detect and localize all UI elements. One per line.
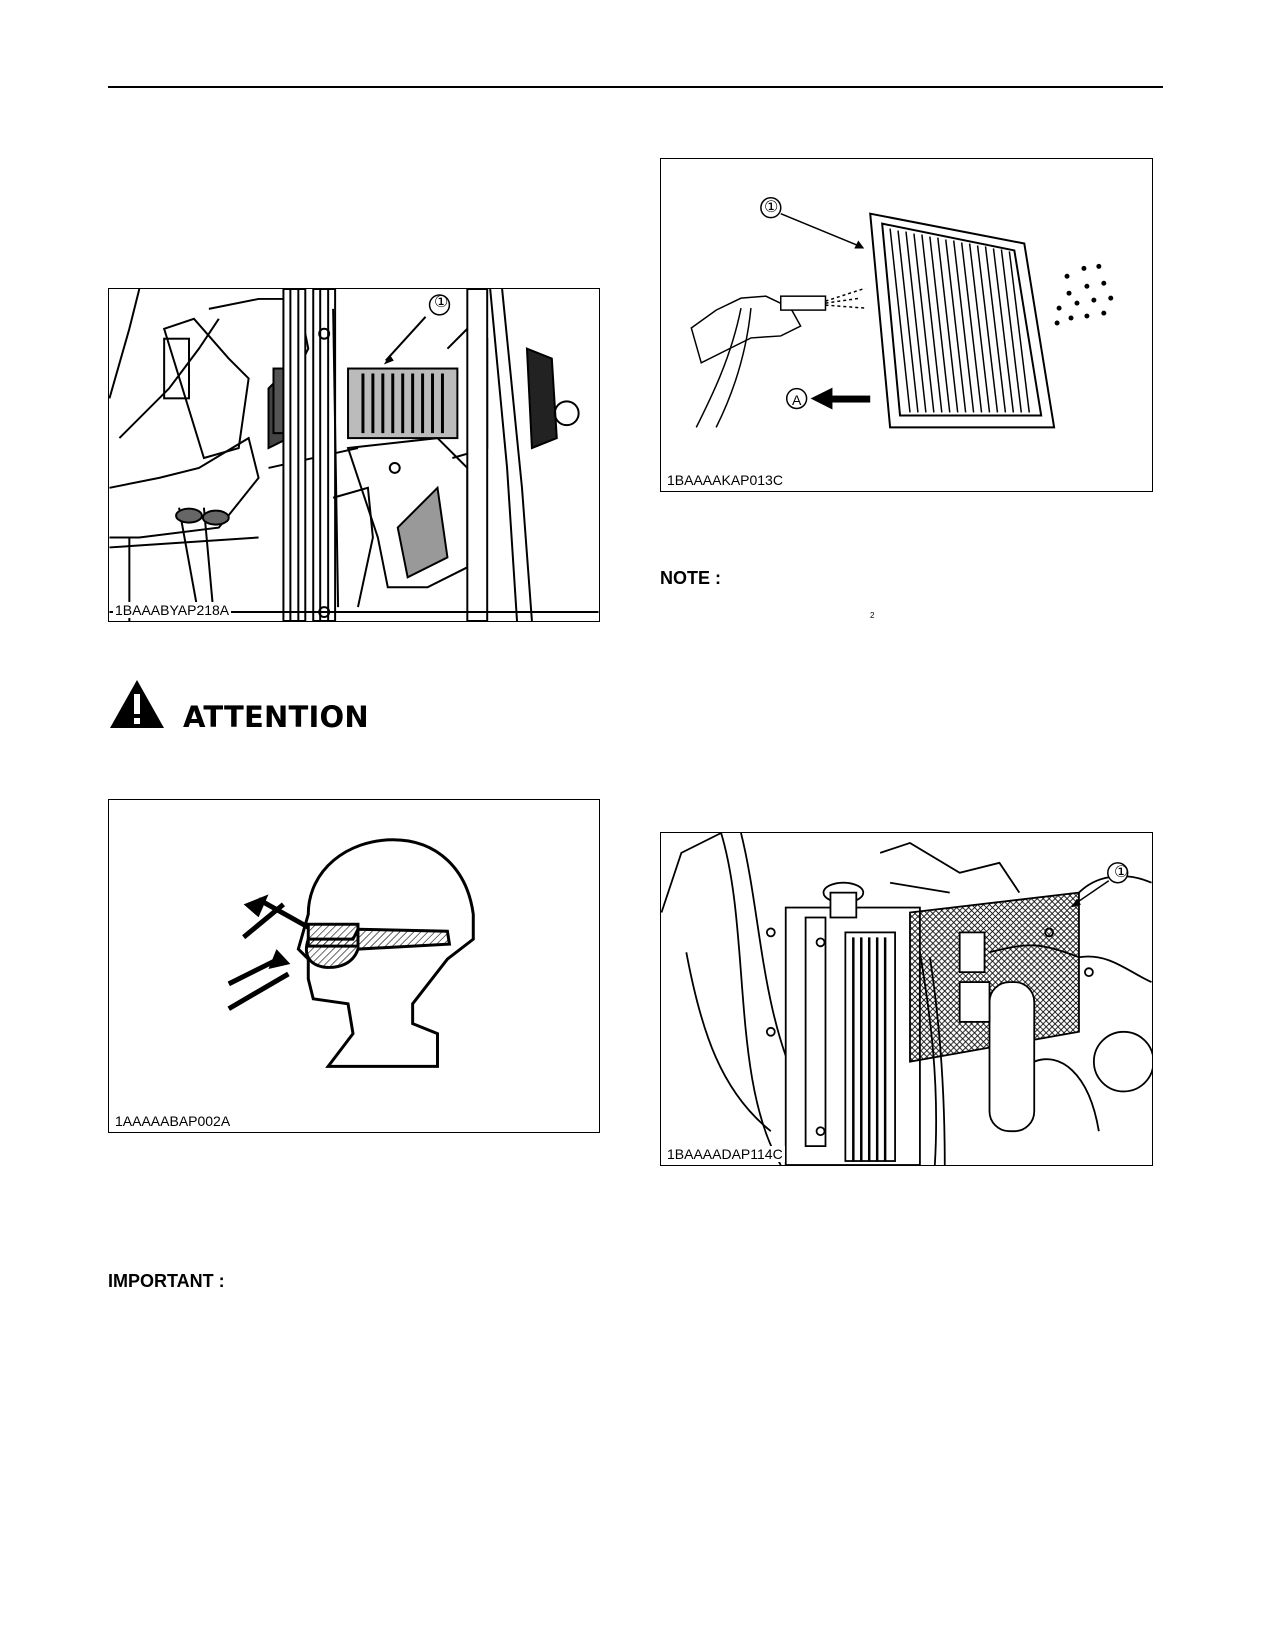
attention-title: ATTENTION [183, 700, 369, 734]
radiator-figure: ① 1BAAAADAP114C [660, 832, 1153, 1166]
header-rule [108, 86, 1163, 88]
goggles-illustration [227, 838, 475, 1068]
callout-1: ① [434, 294, 449, 311]
small-mark: 2 [870, 611, 875, 620]
arrow-label-a: A [792, 392, 802, 408]
filter-wash-figure: ① A 1BAAAAKAP013C [660, 158, 1153, 492]
note-label: NOTE : [660, 568, 721, 588]
goggles-figure: 1AAAAABAP002A [108, 799, 600, 1133]
important-label: IMPORTANT : [108, 1271, 225, 1291]
figure-id: 1BAAABYAP218A [113, 602, 232, 618]
figure-id: 1BAAAAKAP013C [665, 472, 785, 488]
figure-id: 1BAAAADAP114C [665, 1146, 785, 1162]
cab-filter-figure: ① 1BAAABYAP218A [108, 288, 600, 622]
figure-id: 1AAAAABAP002A [113, 1113, 233, 1129]
radiator-illustration [661, 833, 1152, 1165]
warning-triangle-icon [110, 680, 164, 728]
callout-1: ① [764, 199, 779, 216]
callout-1: ① [1114, 864, 1129, 881]
cab-filter-illustration [109, 289, 599, 621]
filter-wash-illustration [690, 197, 1114, 429]
